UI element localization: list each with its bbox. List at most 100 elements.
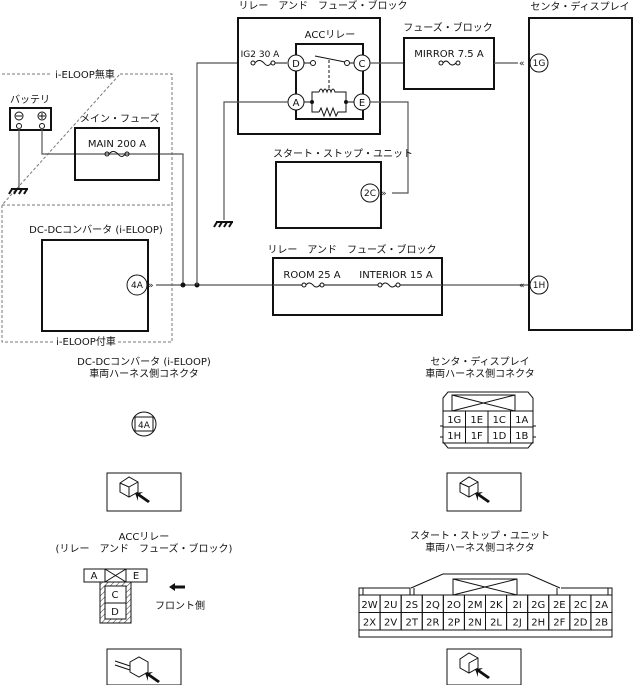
center-display-connector-subtitle: 車両ハーネス側コネクタ	[425, 367, 535, 380]
harness-view-icon	[446, 648, 522, 685]
harness-view-icon	[106, 472, 182, 512]
dcdc-title: DC-DCコンバータ (i-ELOOP)	[29, 224, 163, 236]
relay-fuse-block-bottom-title: リレー アンド フューズ・ブロック	[267, 243, 436, 256]
connector-mark-icon: «	[519, 281, 525, 291]
start-stop-unit: スタート・ストップ・ユニット 2C »	[273, 148, 413, 229]
start-stop-pin-2q: 2Q	[426, 600, 440, 611]
acc-relay-connector-title: ACCリレー	[119, 532, 170, 543]
acc-relay-title: ACCリレー	[305, 30, 356, 41]
start-stop-pin-2b: 2B	[595, 617, 608, 628]
front-arrow-icon	[169, 583, 185, 591]
harness-view-icon	[106, 648, 182, 685]
fuse-icon	[104, 151, 130, 157]
acc-relay-connector-view: ACCリレー (リレー アンド フューズ・ブロック) A E C D フロント側	[56, 532, 233, 624]
start-stop-pin-2g: 2G	[531, 600, 545, 611]
battery: バッテリ	[9, 94, 52, 131]
interior-fuse-label: INTERIOR 15 A	[359, 270, 433, 281]
fuse-icon	[250, 60, 276, 66]
terminal-e: E	[359, 98, 365, 109]
no-ieloop-label: i-ELOOP無車	[55, 68, 115, 81]
start-stop-pin-2x: 2X	[363, 617, 376, 628]
start-stop-pin-2o: 2O	[447, 600, 461, 611]
start-stop-pin-2n: 2N	[468, 617, 482, 628]
start-stop-pin-2s: 2S	[405, 600, 418, 611]
main-fuse-title: メイン・フューズ	[80, 112, 160, 125]
terminal-1g: 1G	[533, 59, 546, 69]
main-fuse-label: MAIN 200 A	[88, 139, 146, 150]
dcdc-connector-subtitle: 車両ハーネス側コネクタ	[89, 367, 199, 380]
start-stop-pin-2m: 2M	[467, 600, 482, 611]
no-ieloop-region: i-ELOOP無車	[0, 68, 173, 206]
start-stop-pin-2w: 2W	[361, 600, 377, 611]
fuse-icon	[301, 281, 325, 289]
connector-mark-icon: «	[519, 59, 525, 69]
junction-dot	[180, 282, 186, 288]
start-stop-pin-2r: 2R	[426, 617, 439, 628]
center-display-pin-1c: 1C	[493, 415, 506, 426]
pin-a: A	[91, 571, 98, 582]
pin-d: D	[111, 607, 119, 618]
pin-e: E	[133, 571, 139, 582]
front-side-label: フロント側	[155, 599, 205, 612]
center-display-pin-1d: 1D	[492, 431, 506, 442]
relay-switch-icon	[304, 55, 354, 90]
center-display-pin-1e: 1E	[470, 415, 483, 426]
terminal-2c: 2C	[364, 189, 376, 199]
start-stop-pin-2f: 2F	[553, 617, 565, 628]
center-display: センタ・ディスプレイ « 1G « 1H	[519, 0, 633, 331]
center-display-pin-1b: 1B	[515, 431, 528, 442]
center-display-connector-title: センタ・ディスプレイ	[430, 355, 529, 368]
pin-4a: 4A	[138, 421, 151, 431]
relay-coil-icon	[304, 88, 354, 118]
start-stop-pin-2i: 2I	[512, 600, 521, 611]
dcdc-converter: DC-DCコンバータ (i-ELOOP) 4A »	[29, 224, 163, 332]
start-stop-pin-2l: 2L	[490, 617, 502, 628]
fuse-block-title: フューズ・ブロック	[403, 21, 493, 34]
start-stop-pin-2k: 2K	[490, 600, 503, 611]
fuse-block: フューズ・ブロック MIRROR 7.5 A	[403, 21, 495, 90]
terminal-4a: 4A	[131, 281, 144, 291]
battery-label: バッテリ	[10, 94, 50, 106]
start-stop-pin-2c: 2C	[574, 600, 587, 611]
with-ieloop-region: i-ELOOP付車	[1, 205, 173, 348]
start-stop-pin-2j: 2J	[512, 617, 521, 628]
relay-fuse-block-top: リレー アンド フューズ・ブロック ACCリレー IG2 30 A D C A …	[237, 0, 408, 135]
connector-mark-icon: »	[381, 189, 387, 199]
room-fuse-label: ROOM 25 A	[283, 270, 340, 281]
fuse-icon	[438, 60, 461, 66]
battery-positive-icon	[37, 111, 47, 121]
terminal-c: C	[359, 59, 366, 70]
center-display-title: センタ・ディスプレイ	[530, 0, 629, 13]
center-display-pin-1g: 1G	[447, 415, 461, 426]
start-stop-pin-2p: 2P	[448, 617, 460, 628]
center-display-pin-cell	[510, 426, 534, 444]
ground-icon	[213, 221, 233, 228]
with-ieloop-label: i-ELOOP付車	[56, 335, 116, 348]
acc-relay-connector-subtitle: (リレー アンド フューズ・ブロック)	[56, 542, 233, 555]
main-fuse: メイン・フューズ MAIN 200 A	[74, 112, 160, 181]
ground-icon	[8, 188, 28, 195]
ig2-fuse-label: IG2 30 A	[241, 50, 281, 60]
relay-fuse-block-bottom: リレー アンド フューズ・ブロック ROOM 25 A INTERIOR 15 …	[267, 243, 443, 316]
terminal-1h: 1H	[533, 281, 546, 291]
start-stop-pin-2a: 2A	[595, 600, 608, 611]
pin-c: C	[112, 590, 119, 601]
harness-view-icon	[446, 472, 522, 512]
connector-mark-icon: »	[148, 281, 154, 291]
start-stop-title: スタート・ストップ・ユニット	[273, 148, 413, 160]
start-stop-connector-title: スタート・ストップ・ユニット	[410, 530, 550, 542]
center-display-pin-1a: 1A	[515, 415, 528, 426]
start-stop-pin-2h: 2H	[531, 617, 545, 628]
terminal-d: D	[292, 59, 300, 70]
dcdc-connector-title: DC-DCコンバータ (i-ELOOP)	[77, 356, 211, 368]
mirror-fuse-label: MIRROR 7.5 A	[414, 49, 484, 60]
battery-box	[9, 107, 52, 131]
relay-fuse-block-top-title: リレー アンド フューズ・ブロック	[238, 0, 407, 12]
fuse-icon	[377, 281, 401, 289]
start-stop-pin-2t: 2T	[405, 617, 418, 628]
battery-negative-icon	[14, 111, 24, 121]
